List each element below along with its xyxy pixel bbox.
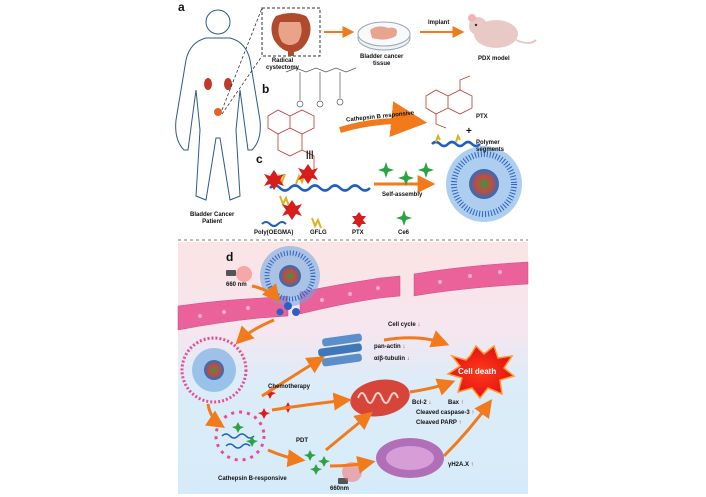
laser-icon-top xyxy=(226,266,252,282)
pan-actin-text: pan-actin xyxy=(374,344,401,350)
cell-cycle-label: Cell cycle ↓ xyxy=(388,322,420,329)
h2ax-text: γH2A.X xyxy=(448,462,470,468)
up-arrow-icon: ↑ xyxy=(469,462,474,468)
polymer-structure xyxy=(285,67,357,108)
legend-poly-oegma: Poly(OEGMA) xyxy=(254,230,294,236)
implant-label: Implant xyxy=(428,20,450,26)
tubulin-text: α/β-tubulin xyxy=(374,356,406,362)
down-arrow-icon: ↓ xyxy=(415,322,421,328)
legend-ce6: Ce6 xyxy=(398,230,410,236)
legend-ptx: PTX xyxy=(352,230,364,236)
plus-sign: + xyxy=(466,126,472,137)
vessel-dots xyxy=(198,270,502,318)
process-arrows xyxy=(205,283,493,474)
ptx-product-label: PTX xyxy=(476,114,488,120)
cathepsin-arrow xyxy=(339,101,428,138)
h2ax-label: γH2A.X ↑ xyxy=(448,462,474,469)
wavelength-label-bottom: 660nm xyxy=(330,486,350,492)
equivalence-mark: ||| xyxy=(306,149,314,159)
down-arrow-icon: ↓ xyxy=(426,400,432,406)
blood-vessel-left xyxy=(177,295,289,331)
bax-text: Bax xyxy=(448,400,460,406)
ptx-product-structure xyxy=(425,75,473,129)
pdt-label: PDT xyxy=(296,438,308,444)
mitochondrion xyxy=(350,379,410,417)
cell-cycle-text: Cell cycle xyxy=(388,322,416,328)
bcl2-text: Bcl-2 xyxy=(412,400,427,406)
panel-label-a: a xyxy=(178,0,185,14)
nucleus xyxy=(376,438,444,478)
self-assembly-label: Self-assembly xyxy=(382,192,423,198)
polymer-segments-label: Polymer segments xyxy=(476,140,505,153)
panel-label-c: c xyxy=(256,152,263,166)
kidney-icon xyxy=(204,78,232,116)
tubulin-label: α/β-tubulin ↓ xyxy=(374,356,410,363)
polymer-segment-wave xyxy=(431,133,481,148)
cell-death-burst xyxy=(446,344,516,400)
up-arrow-icon: ↑ xyxy=(456,420,462,426)
patient-label: Bladder Cancer Patient xyxy=(190,212,235,225)
bladder-icon xyxy=(271,13,311,56)
bcl2-label: Bcl-2 ↓ xyxy=(412,400,431,407)
nanoparticle-d xyxy=(260,246,320,306)
self-assembly-arrow xyxy=(374,162,436,193)
nanoparticle-c xyxy=(446,146,522,222)
legend-gflg: GFLG xyxy=(310,230,327,236)
legend-icons xyxy=(261,210,412,229)
ptx-molecule-structure xyxy=(267,109,315,170)
panel-label-d: d xyxy=(226,250,234,264)
panel-label-b: b xyxy=(262,82,270,96)
uptake-nanoparticles xyxy=(276,302,300,316)
parp-text: Cleaved PARP xyxy=(416,420,457,426)
caspase-text: Cleaved caspase-3 xyxy=(416,410,470,416)
patient-figure xyxy=(175,9,261,201)
microtubules xyxy=(318,333,362,367)
pan-actin-label: pan-actin ↓ xyxy=(374,344,405,351)
caspase-label: Cleaved caspase-3 ↑ xyxy=(416,410,474,417)
chemotherapy-label: Chemotherapy xyxy=(268,384,311,390)
bladder-tissue-label: Bladder cancer tissue xyxy=(360,54,404,67)
parp-label: Cleaved PARP ↑ xyxy=(416,420,461,427)
down-arrow-icon: ↓ xyxy=(400,344,406,350)
up-arrow-icon: ↑ xyxy=(469,410,475,416)
cell-death-label: Cell death xyxy=(458,367,497,376)
down-arrow-icon: ↓ xyxy=(405,356,410,362)
up-arrow-icon: ↑ xyxy=(459,400,464,406)
ptx-drug-icons xyxy=(264,164,318,220)
pdx-model-label: PDX model xyxy=(478,56,510,62)
petri-dish-icon xyxy=(357,21,411,51)
released-fragments xyxy=(214,410,266,462)
mouse-icon xyxy=(468,14,537,48)
polymer-chain xyxy=(269,173,371,207)
endosome xyxy=(180,336,248,404)
ce6-released xyxy=(304,450,330,475)
bax-label: Bax ↑ xyxy=(448,400,464,407)
cathepsin-b-responsive-label: Cathepsin B-responsive xyxy=(218,476,287,482)
radical-cystectomy-label: Radical cystectomy xyxy=(266,58,300,71)
wavelength-label-top: 660 nm xyxy=(226,282,247,288)
zoom-lines xyxy=(221,7,263,115)
